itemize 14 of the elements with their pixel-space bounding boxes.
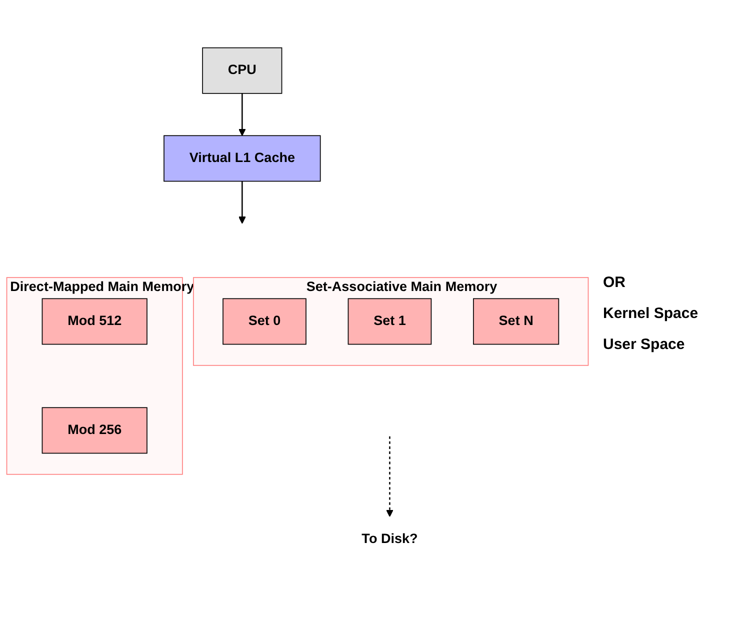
node-box: Set N [473, 298, 560, 345]
node-box: CPU [202, 47, 282, 94]
arrow [386, 436, 394, 517]
node-box: Virtual L1 Cache [164, 135, 321, 182]
node-box: Set 0 [222, 298, 306, 345]
annotation-label: User Space [603, 336, 686, 353]
node-box: Mod 512 [42, 298, 148, 345]
node-text: To Disk? [362, 532, 418, 546]
arrow [238, 181, 246, 224]
node-box: Mod 256 [42, 407, 148, 454]
node-box: Set 1 [348, 298, 432, 345]
arrow [238, 93, 246, 136]
annotation-label: Kernel Space [603, 305, 700, 322]
annotation-label: OR [603, 274, 626, 291]
